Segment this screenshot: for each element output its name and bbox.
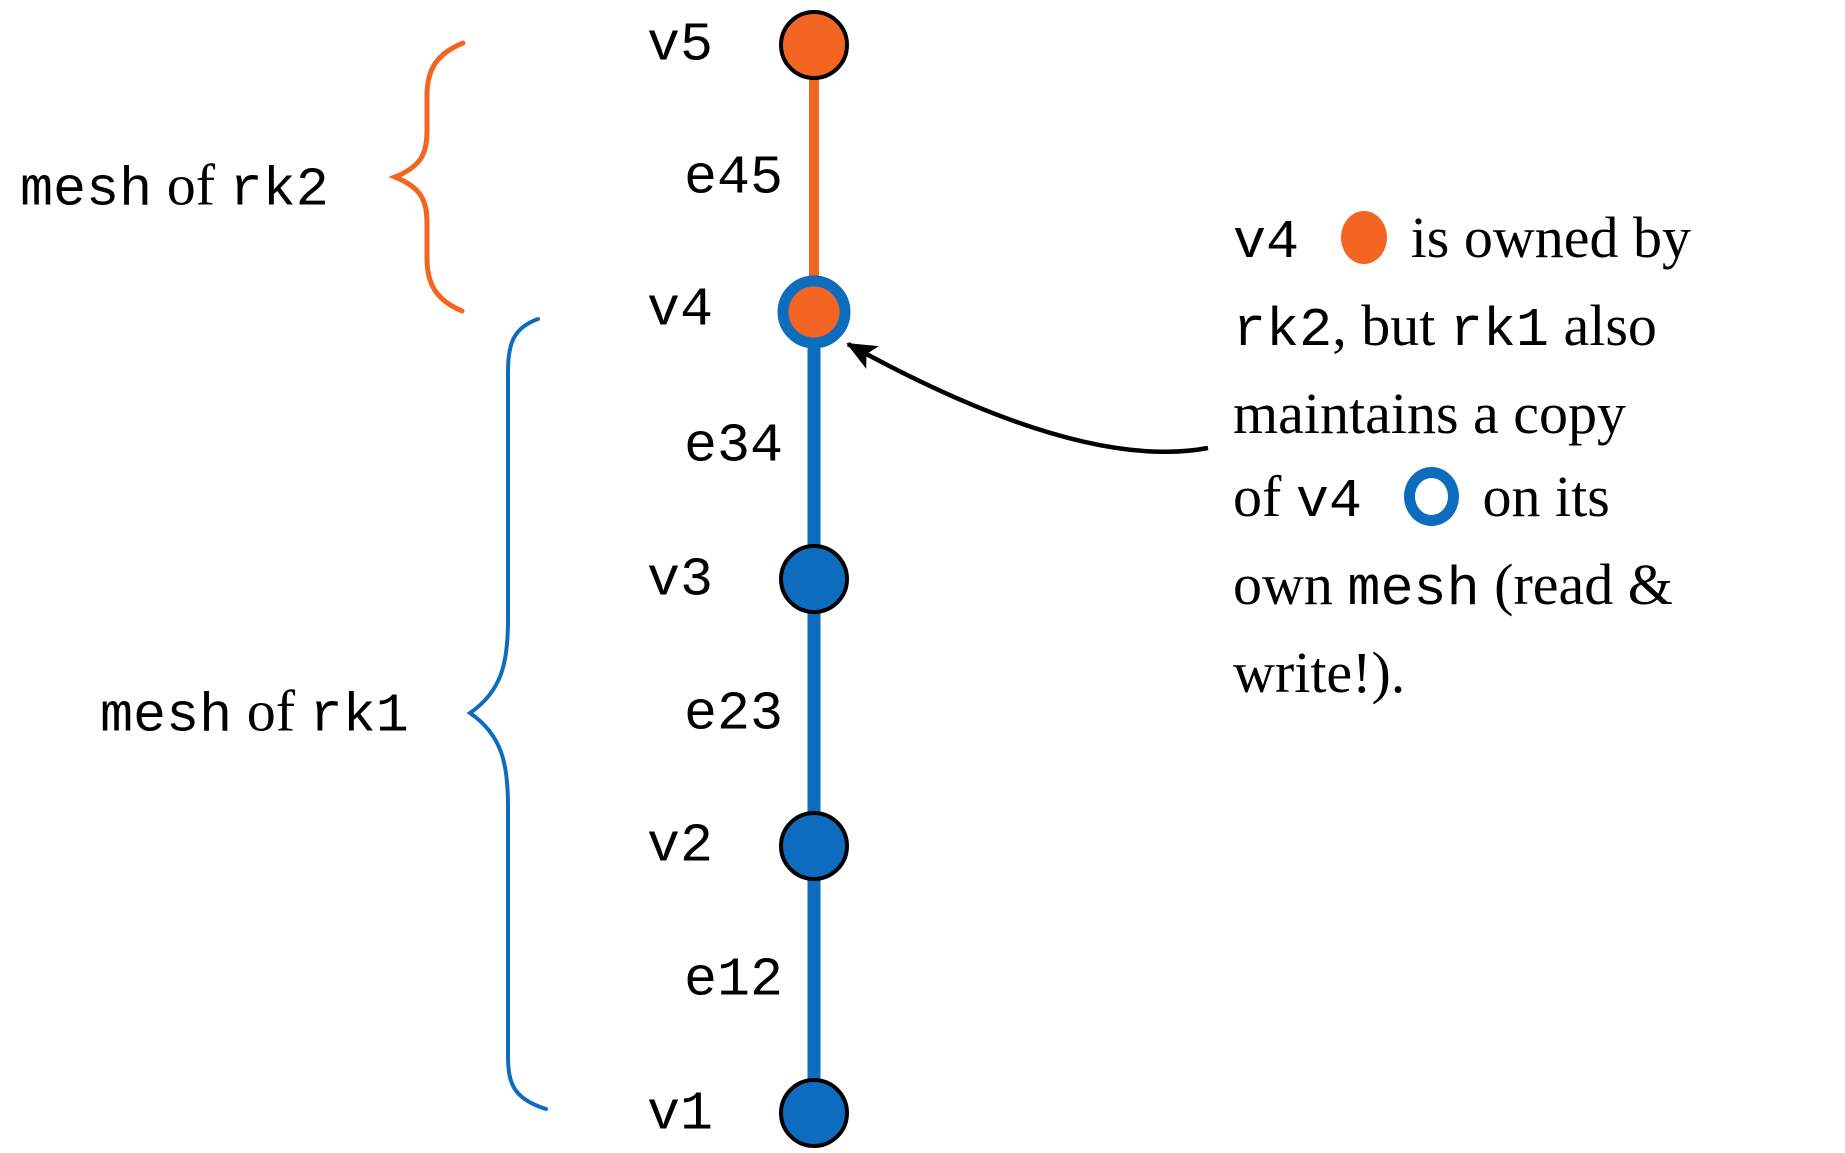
text-segment: rk1	[309, 684, 409, 748]
text-segment: of	[152, 152, 230, 218]
text-segment: mesh	[20, 158, 153, 222]
edge-label-e45: e45	[683, 146, 783, 210]
text-segment: rk2	[229, 158, 329, 222]
text-segment: write!).	[1233, 640, 1406, 705]
text-segment: v4	[1233, 211, 1333, 274]
text-segment: is owned by	[1396, 205, 1692, 270]
vertex-v3-node	[779, 544, 849, 614]
text-segment: of	[232, 678, 310, 744]
text-segment: mesh	[100, 684, 233, 748]
vertex-v1-node	[779, 1078, 849, 1148]
annotation-line-6: write!).	[1233, 631, 1691, 714]
text-segment: , but	[1332, 293, 1450, 358]
annotation-arrow	[846, 342, 1209, 455]
annotation-line-1: v4 is owned by	[1233, 196, 1691, 284]
annotation-line-5: own mesh (read &	[1233, 543, 1691, 631]
blue-open-circle-icon	[1404, 467, 1460, 526]
rk2-mesh-brace-icon	[388, 40, 466, 314]
vertex-v4-node-shared	[777, 275, 851, 349]
rk1-mesh-brace-icon	[466, 317, 548, 1111]
annotation-line-2: rk2, but rk1 also	[1233, 284, 1691, 372]
annotation-line-3: maintains a copy	[1233, 372, 1691, 455]
text-segment: mesh	[1347, 558, 1480, 621]
vertex-label-v4: v4	[646, 278, 713, 342]
text-segment: own	[1233, 552, 1348, 617]
text-segment: rk2	[1233, 299, 1333, 362]
orange-filled-circle-icon	[1341, 211, 1388, 264]
vertex-label-v1: v1	[646, 1082, 713, 1146]
annotation-text: v4 is owned by rk2, but rk1 also maintai…	[1233, 196, 1691, 714]
edge-label-e12: e12	[683, 948, 783, 1012]
vertex-label-v3: v3	[646, 548, 713, 612]
edge-label-e23: e23	[683, 682, 783, 746]
vertex-label-v5: v5	[646, 13, 713, 77]
text-segment: maintains a copy	[1233, 381, 1627, 446]
edge-label-e34: e34	[683, 414, 783, 478]
text-segment: (read &	[1479, 552, 1673, 617]
text-segment: of	[1233, 464, 1296, 529]
text-segment: on its	[1468, 464, 1610, 529]
mesh-of-rk1-label: mesh of rk1	[100, 682, 409, 744]
vertex-v5-node	[779, 10, 849, 80]
vertex-label-v2: v2	[646, 814, 713, 878]
vertex-v2-node	[779, 811, 849, 881]
annotation-line-4: of v4 on its	[1233, 455, 1691, 543]
text-segment: also	[1549, 293, 1657, 358]
mesh-of-rk2-label: mesh of rk2	[20, 156, 329, 218]
text-segment: v4	[1295, 470, 1396, 533]
text-segment: rk1	[1449, 299, 1549, 362]
